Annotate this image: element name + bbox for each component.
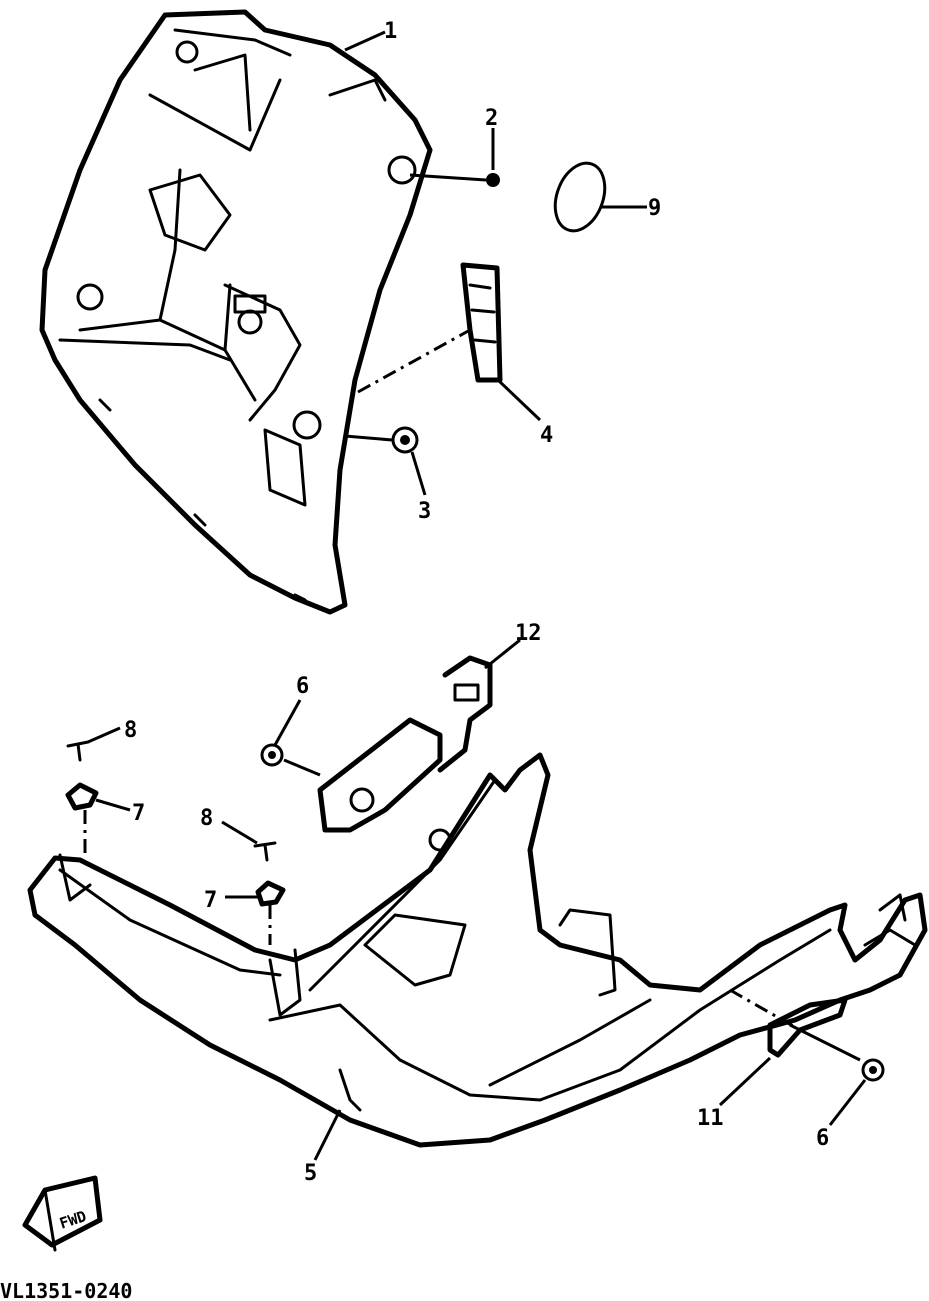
part-6-bolt-lower — [789, 1023, 885, 1126]
forward-direction-arrow: FWD — [22, 1175, 103, 1252]
part-2-screw — [409, 128, 500, 187]
part-11-side-bracket — [718, 988, 848, 1107]
cover-hole-lower — [292, 410, 322, 440]
cover-hole-right — [387, 155, 417, 185]
callout-7-center: 7 — [204, 888, 217, 913]
floor-hole-right — [428, 828, 452, 852]
cover-hole-left — [76, 283, 104, 311]
callout-1: 1 — [384, 19, 397, 44]
part-7-clip-left — [65, 782, 131, 855]
callout-3: 3 — [418, 499, 431, 524]
floor-hole-center — [349, 787, 375, 813]
callout-9: 9 — [648, 196, 661, 221]
part-5-floor-board — [27, 717, 928, 1161]
part-9-oval-emblem — [553, 161, 647, 233]
callout-12: 12 — [515, 621, 542, 646]
part-1-front-cover — [39, 9, 433, 615]
callout-2: 2 — [485, 106, 498, 131]
callout-5: 5 — [304, 1161, 317, 1186]
cover-screw-mid — [237, 309, 263, 335]
cover-hole-top — [175, 40, 199, 64]
callout-6-upper: 6 — [296, 674, 309, 699]
part-8-screw-center — [221, 820, 277, 862]
callout-6-lower: 6 — [816, 1126, 829, 1151]
drawing-code: VL1351-0240 — [0, 1279, 132, 1301]
part-12-bracket — [437, 638, 521, 773]
part-8-screw-left — [66, 726, 121, 762]
part-6-bolt-upper — [260, 699, 321, 777]
part-3-grommet — [344, 426, 427, 496]
callout-11: 11 — [697, 1106, 724, 1131]
callout-7-left: 7 — [132, 801, 145, 826]
part-4-emblem — [357, 262, 542, 422]
callout-8-left: 8 — [124, 718, 137, 743]
callout-8-center: 8 — [200, 806, 213, 831]
part-7-clip-center — [225, 880, 286, 945]
callout-4: 4 — [540, 423, 553, 448]
